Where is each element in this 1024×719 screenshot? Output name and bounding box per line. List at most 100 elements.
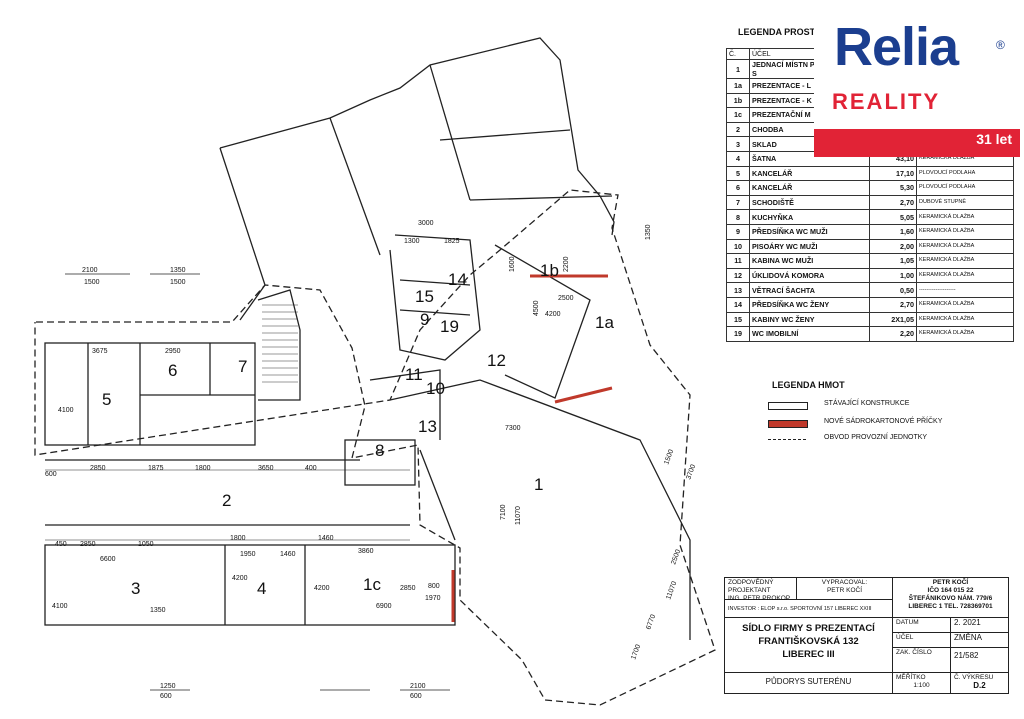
dim-label: 11070 (515, 506, 522, 525)
room-label-1c: 1c (363, 575, 381, 594)
room-label-11: 11 (405, 365, 423, 384)
legend-cell-no: 12 (726, 267, 750, 284)
new-partition-2 (554, 386, 613, 404)
dim-label: 1700 (630, 644, 642, 661)
dim-label: 3675 (92, 348, 108, 355)
tb-sheet: Č. VÝKRESU D.2 (954, 674, 994, 690)
tb-responsible: ZODPOVĚDNÝ PROJEKTANT ING. PETR PROKOP (725, 578, 797, 602)
dim-label: 1250 (160, 683, 176, 690)
dim-label: 4200 (232, 575, 248, 582)
tb-drawn-by: VYPRACOVAL: PETR KOČÍ (797, 578, 893, 600)
legend-cell-no: 1 (726, 59, 750, 79)
legend-label: NOVÉ SÁDROKARTONOVÉ PŘÍČKY (824, 418, 943, 425)
room-label-9: 9 (420, 310, 429, 329)
dim-label: 1350 (150, 607, 166, 614)
room-label-1b: 1b (540, 261, 559, 280)
title-block: ZODPOVĚDNÝ PROJEKTANT ING. PETR PROKOP V… (724, 577, 1009, 694)
legend-cell-floor: PLOVOUCÍ PODLAHA (916, 165, 1014, 182)
legend-cell-no: 1a (726, 78, 750, 94)
upper-inner-wall (329, 117, 381, 256)
room-label-3: 3 (131, 579, 140, 598)
tb-company: PETR KOČÍ IČO 164 015 22 ŠTEFÁNIKOVO NÁM… (893, 578, 1008, 618)
tb-order-value: 21/582 (951, 648, 1008, 673)
legend-cell-name: KANCELÁŘ (749, 180, 870, 196)
legend-cell-no: 10 (726, 238, 750, 255)
legend-cell-floor: KERAMICKÁ DLAŽBA (916, 209, 1014, 225)
legend-cell-name: KUCHYŇKA (749, 209, 870, 225)
legend-cell-area: 1,60 (869, 223, 917, 240)
dim-label: 1800 (195, 465, 211, 472)
room-label-19: 19 (440, 317, 459, 336)
room-label-12: 12 (487, 351, 506, 370)
legend-label: OBVOD PROVOZNÍ JEDNOTKY (824, 434, 928, 441)
stair-walls (257, 289, 301, 401)
room-label-6: 6 (168, 361, 177, 380)
legend-cell-area: 5,30 (869, 180, 917, 196)
legend-cell-name: WC IMOBILNÍ (749, 326, 870, 342)
legend-cell-area: 1,00 (869, 267, 917, 284)
dim-label: 3000 (418, 220, 434, 227)
dim-label: 800 (428, 583, 440, 590)
legend-cell-no: 2 (726, 121, 750, 138)
upper-inner-wall-4 (439, 129, 571, 141)
tb-purpose-value: ZMĚNA (951, 633, 1008, 648)
legend-cell-no: 14 (726, 296, 750, 313)
logo-registered-mark: ® (996, 38, 1005, 52)
legend-cell-no: 13 (726, 282, 750, 298)
legend-cell-no: 8 (726, 209, 750, 225)
dim-label: 600 (410, 693, 422, 700)
unit-outline (34, 189, 716, 706)
legend-cell-area: 17,10 (869, 165, 917, 182)
dim-label: 450 (55, 541, 67, 548)
legend-cell-floor: KERAMICKÁ DLAŽBA (916, 311, 1014, 328)
dim-label: 2500 (558, 295, 574, 302)
dim-label: 7100 (500, 504, 507, 520)
materials-legend: LEGENDA HMOT STÁVAJÍCÍ KONSTRUKCE NOVÉ S… (768, 380, 1008, 441)
legend-cell-area: 1,05 (869, 253, 917, 269)
legend-label: STÁVAJÍCÍ KONSTRUKCE (824, 400, 910, 407)
upper-building-outline (219, 37, 615, 236)
dim-label: 2850 (90, 465, 106, 472)
dim-label: 11070 (665, 580, 678, 600)
legend-cell-floor: KERAMICKÁ DLAŽBA (916, 253, 1014, 269)
legend-cell-no: 6 (726, 180, 750, 196)
dim-label: 6770 (645, 614, 657, 631)
dim-label: 1875 (148, 465, 164, 472)
dim-label: 1970 (425, 595, 441, 602)
legend-cell-area: 5,05 (869, 209, 917, 225)
dim-label: 2200 (563, 256, 570, 272)
legend-cell-area: 2,20 (869, 326, 917, 342)
wc-block (389, 234, 481, 361)
dim-label: 3650 (258, 465, 274, 472)
room-label-8: 8 (375, 441, 384, 460)
legend-cell-floor: KERAMICKÁ DLAŽBA (916, 267, 1014, 284)
tb-purpose-label: ÚČEL (893, 633, 951, 648)
legend-cell-floor: PLOVOUCÍ PODLAHA (916, 180, 1014, 196)
dim-label: 2100 (82, 267, 98, 274)
legend-cell-area: 2,70 (869, 296, 917, 313)
room-label-1: 1 (534, 475, 543, 494)
upper-left-wall (219, 147, 266, 321)
lower-block (44, 544, 456, 626)
legend-cell-no: 1c (726, 107, 750, 123)
dim-label: 1825 (444, 238, 460, 245)
legend-cell-no: 15 (726, 311, 750, 328)
room-8-walls (344, 439, 416, 486)
legend-cell-area: 0,50 (869, 282, 917, 298)
dim-label: 1460 (318, 535, 334, 542)
dim-label: 600 (160, 693, 172, 700)
legend-cell-name: PŘEDSÍŇKA WC ŽENY (749, 296, 870, 313)
dim-label: 3700 (685, 464, 697, 481)
wc-wall-2 (399, 309, 471, 316)
legend-cell-name: PŘEDSÍŇKA WC MUŽI (749, 223, 870, 240)
tb-scale: MĚŘÍTKO 1:100 (893, 673, 951, 693)
room-13-walls (369, 369, 441, 440)
new-partition-swatch (768, 420, 808, 428)
